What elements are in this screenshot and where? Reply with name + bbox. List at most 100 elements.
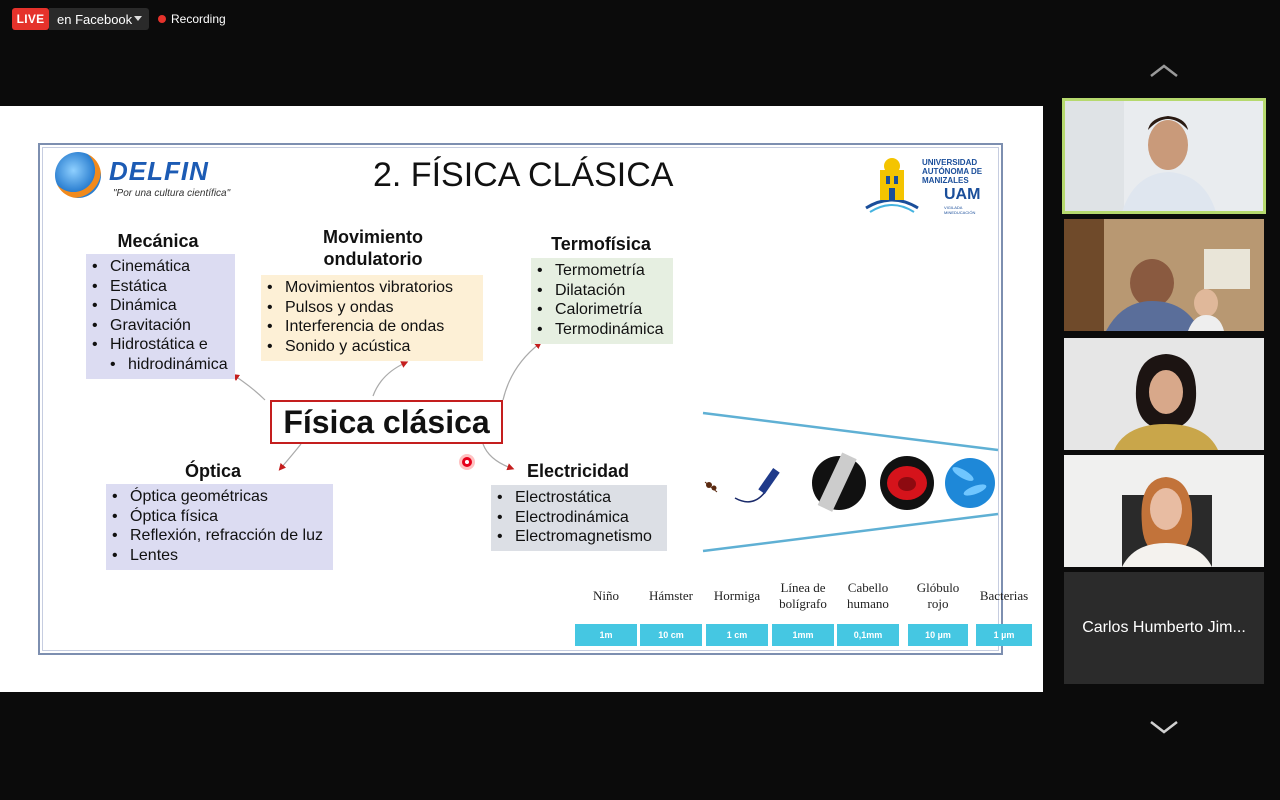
heading-line: ondulatorio xyxy=(323,249,423,269)
chevron-down-icon[interactable] xyxy=(1149,720,1179,734)
scale-value: 1m xyxy=(575,624,637,646)
heading-termofisica: Termofísica xyxy=(551,234,651,254)
scale-label-line: Hormiga xyxy=(713,588,761,603)
pen-icon xyxy=(734,468,780,503)
scale-value: 10 cm xyxy=(640,624,702,646)
delfin-logo-text: DELFIN xyxy=(109,156,209,186)
scale-label-line: Cabello xyxy=(847,580,889,595)
dolphin-emblem-icon xyxy=(55,152,101,198)
list-item: Electrostática xyxy=(497,488,661,508)
participant-video xyxy=(1064,455,1264,567)
uam-line-1: UNIVERSIDAD xyxy=(922,158,978,167)
list-item: Cinemática xyxy=(92,257,229,277)
list-item: Calorimetría xyxy=(537,300,667,320)
video-tile[interactable] xyxy=(1064,219,1264,331)
scale-funnel xyxy=(702,411,999,553)
uam-line-2: AUTÓNOMA DE xyxy=(922,167,983,176)
uam-abbr: UAM xyxy=(944,186,981,203)
chevron-up-icon[interactable] xyxy=(1149,64,1179,78)
scale-label-line: Glóbulo xyxy=(916,580,960,595)
scale-label: Hormiga xyxy=(706,588,768,604)
video-tile[interactable] xyxy=(1064,455,1264,567)
list-item: Interferencia de ondas xyxy=(267,317,477,337)
participant-video xyxy=(1064,338,1264,450)
participant-name: Carlos Humberto Jim... xyxy=(1082,619,1246,636)
list-item: Termometría xyxy=(537,261,667,281)
uam-sub: VIGILADA MINEDUCACIÓN xyxy=(944,205,976,215)
delfin-slogan: "Por una cultura científica" xyxy=(113,188,231,199)
box-mecanica: Cinemática Estática Dinámica Gravitación… xyxy=(86,254,235,379)
video-tile[interactable] xyxy=(1064,338,1264,450)
scale-label: Hámster xyxy=(640,588,702,604)
caret-down-icon xyxy=(134,16,142,21)
delfin-logo: DELFIN "Por una cultura científica" xyxy=(55,152,235,204)
scale-label-line: Bacterias xyxy=(979,588,1029,603)
participant-video xyxy=(1064,219,1264,331)
scale-value: 10 µm xyxy=(908,624,968,646)
scale-value: 0,1mm xyxy=(837,624,899,646)
list-item: Pulsos y ondas xyxy=(267,298,477,318)
scale-label-line: bolígrafo xyxy=(779,596,827,611)
scale-value: 1mm xyxy=(772,624,834,646)
heading-line: Movimiento xyxy=(322,227,423,247)
box-ondulatorio: Movimientos vibratorios Pulsos y ondas I… xyxy=(261,275,483,361)
stream-target-label: en Facebook xyxy=(57,11,133,27)
laser-pointer-icon xyxy=(462,457,472,467)
box-optica: Óptica geométricas Óptica física Reflexi… xyxy=(106,484,333,570)
recording-label: Recording xyxy=(171,12,226,26)
participant-name-tile[interactable]: Carlos Humberto Jim... xyxy=(1064,572,1264,684)
participant-video xyxy=(1064,100,1264,212)
recording-indicator: Recording xyxy=(158,12,226,26)
box-electricidad: Electrostática Electrodinámica Electroma… xyxy=(491,485,667,551)
scale-label-line: Niño xyxy=(593,588,619,603)
list-item: hidrodinámica xyxy=(92,355,229,375)
red-blood-cell-icon xyxy=(880,456,934,510)
box-termofisica: Termometría Dilatación Calorimetría Term… xyxy=(531,258,673,344)
list-item: Estática xyxy=(92,277,229,297)
list-item: Electromagnetismo xyxy=(497,527,661,547)
video-tile-active-speaker[interactable] xyxy=(1062,98,1266,214)
scale-value: 1 µm xyxy=(976,624,1032,646)
uam-line-3: MANIZALES xyxy=(922,176,969,185)
slide-title: 2. FÍSICA CLÁSICA xyxy=(373,156,674,194)
list-item: Dilatación xyxy=(537,281,667,301)
uam-logo: UNIVERSIDAD AUTÓNOMA DE MANIZALES UAM VI… xyxy=(864,152,994,216)
uam-name: UNIVERSIDAD AUTÓNOMA DE MANIZALES xyxy=(922,158,992,185)
list-item: Reflexión, refracción de luz xyxy=(112,526,327,546)
heading-mecanica: Mecánica xyxy=(117,231,199,251)
record-dot-icon xyxy=(158,15,166,23)
heading-ondulatorio: Movimiento ondulatorio xyxy=(293,226,453,270)
scale-label: Niño xyxy=(575,588,637,604)
list-item: Termodinámica xyxy=(537,320,667,340)
list-item: Dinámica xyxy=(92,296,229,316)
scale-label-line: Línea de xyxy=(780,580,826,595)
bacteria-icon xyxy=(945,458,995,508)
hair-icon xyxy=(812,452,866,512)
heading-optica: Óptica xyxy=(184,461,241,481)
heading-electricidad: Electricidad xyxy=(526,461,630,481)
center-concept: Física clásica xyxy=(270,400,503,444)
list-item: Gravitación xyxy=(92,316,229,336)
concept-map-connectors xyxy=(232,341,542,471)
list-item: Hidrostática e xyxy=(92,335,229,355)
list-item: Lentes xyxy=(112,546,327,566)
scale-label: Bacterias xyxy=(976,588,1032,604)
slide-border: DELFIN "Por una cultura científica" 2. F… xyxy=(42,147,1032,651)
scale-label-line: rojo xyxy=(927,596,949,611)
uam-building-icon xyxy=(865,158,919,213)
scale-label-line: Hámster xyxy=(648,588,694,603)
list-item: Óptica física xyxy=(112,507,327,527)
slide: DELFIN "Por una cultura científica" 2. F… xyxy=(38,143,1032,655)
list-item: Óptica geométricas xyxy=(112,487,327,507)
scale-value: 1 cm xyxy=(706,624,768,646)
list-item: Movimientos vibratorios xyxy=(267,278,477,298)
stream-target-dropdown[interactable]: en Facebook xyxy=(49,8,149,30)
shared-screen: DELFIN "Por una cultura científica" 2. F… xyxy=(0,106,1043,692)
live-badge[interactable]: LIVE xyxy=(12,8,49,30)
list-item: Sonido y acústica xyxy=(267,337,477,357)
scale-label-line: humano xyxy=(847,596,889,611)
